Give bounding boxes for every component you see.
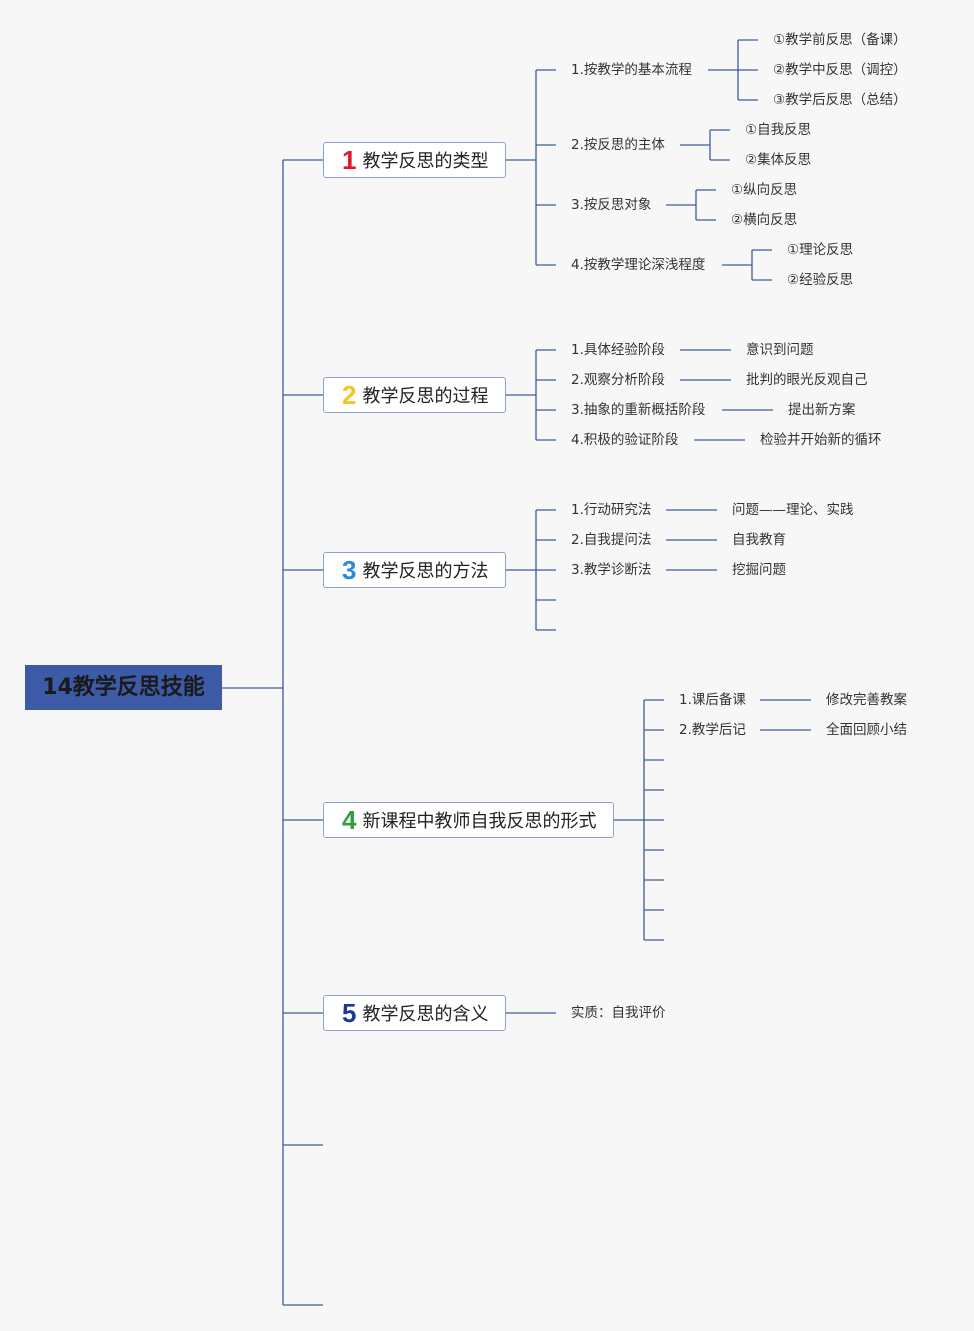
leaf-topic[interactable]: ②集体反思 [745, 152, 812, 168]
leaf-topic[interactable]: 批判的眼光反观自己 [746, 372, 868, 388]
branch-forms[interactable]: 4 新课程中教师自我反思的形式 [323, 802, 614, 838]
subtopic[interactable]: 3.按反思对象 [571, 197, 652, 213]
subtopic[interactable]: 3.抽象的重新概括阶段 [571, 402, 706, 418]
leaf-topic[interactable]: ①理论反思 [787, 242, 854, 258]
subtopic[interactable]: 1.按教学的基本流程 [571, 62, 692, 78]
root-topic[interactable]: 14教学反思技能 [25, 665, 222, 710]
leaf-topic[interactable]: 提出新方案 [788, 402, 856, 418]
number-5-icon: 5 [342, 998, 357, 1028]
leaf-topic[interactable]: ②横向反思 [731, 212, 798, 228]
leaf-topic[interactable]: 自我教育 [732, 532, 786, 548]
subtopic[interactable]: 4.积极的验证阶段 [571, 432, 679, 448]
leaf-topic[interactable]: 修改完善教案 [826, 692, 907, 708]
leaf-topic[interactable]: ①教学前反思（备课） [773, 32, 907, 48]
number-3-icon: 3 [342, 555, 357, 585]
subtopic[interactable]: 1.具体经验阶段 [571, 342, 665, 358]
branch-methods[interactable]: 3 教学反思的方法 [323, 552, 506, 588]
branch-types[interactable]: 1 教学反思的类型 [323, 142, 506, 178]
number-1-icon: 1 [342, 145, 357, 175]
branch-process[interactable]: 2 教学反思的过程 [323, 377, 506, 413]
leaf-topic[interactable]: 挖掘问题 [732, 562, 786, 578]
subtopic[interactable]: 4.按教学理论深浅程度 [571, 257, 706, 273]
subtopic[interactable]: 2.按反思的主体 [571, 137, 665, 153]
subtopic[interactable]: 2.教学后记 [679, 722, 746, 738]
branch-label: 教学反思的方法 [362, 561, 489, 582]
number-4-icon: 4 [342, 805, 357, 835]
leaf-topic[interactable]: 问题——理论、实践 [732, 502, 854, 518]
subtopic[interactable]: 实质：自我评价 [571, 1005, 666, 1021]
branch-label: 新课程中教师自我反思的形式 [362, 811, 597, 832]
leaf-topic[interactable]: ①纵向反思 [731, 182, 798, 198]
subtopic[interactable]: 2.观察分析阶段 [571, 372, 665, 388]
subtopic[interactable]: 1.行动研究法 [571, 502, 652, 518]
subtopic[interactable]: 3.教学诊断法 [571, 562, 652, 578]
leaf-topic[interactable]: 意识到问题 [746, 342, 814, 358]
subtopic[interactable]: 2.自我提问法 [571, 532, 652, 548]
leaf-topic[interactable]: ②经验反思 [787, 272, 854, 288]
leaf-topic[interactable]: ②教学中反思（调控） [773, 62, 907, 78]
branch-label: 教学反思的类型 [362, 151, 489, 172]
branch-label: 教学反思的含义 [362, 1004, 489, 1025]
number-2-icon: 2 [342, 380, 357, 410]
branch-label: 教学反思的过程 [362, 386, 489, 407]
branch-meaning[interactable]: 5 教学反思的含义 [323, 995, 506, 1031]
leaf-topic[interactable]: 全面回顾小结 [826, 722, 907, 738]
subtopic[interactable]: 1.课后备课 [679, 692, 746, 708]
leaf-topic[interactable]: 检验并开始新的循环 [760, 432, 882, 448]
leaf-topic[interactable]: ③教学后反思（总结） [773, 92, 907, 108]
leaf-topic[interactable]: ①自我反思 [745, 122, 812, 138]
